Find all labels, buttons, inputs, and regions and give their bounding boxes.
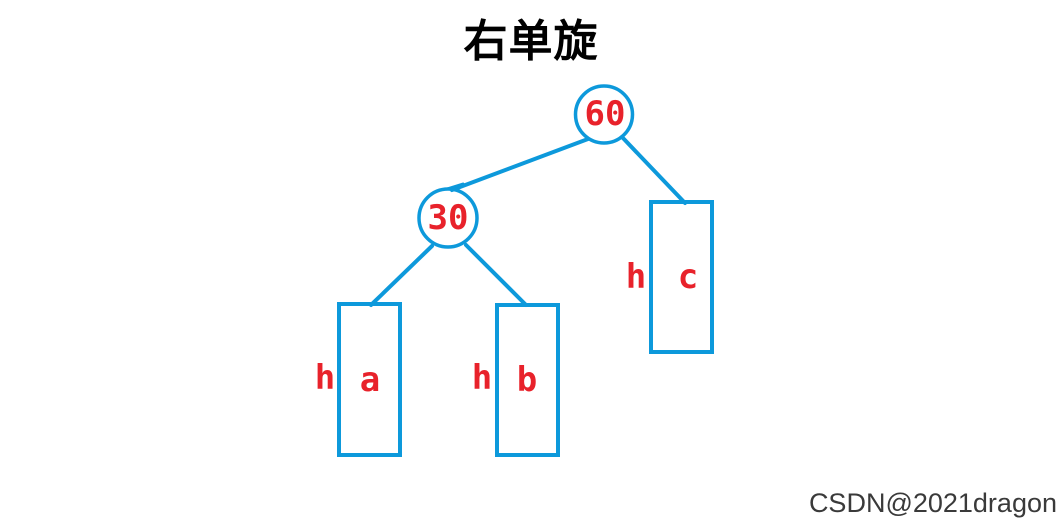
subtree-c-name: c — [677, 257, 699, 297]
page-title: 右单旋 — [463, 16, 599, 67]
subtree-b-name: b — [516, 360, 538, 400]
node-60-circle — [573, 84, 635, 145]
watermark-text: CSDN@2021dragon — [808, 488, 1057, 518]
subtree-a-name: a — [359, 360, 381, 400]
subtree-c-height-label: h — [625, 257, 647, 297]
subtree-b-rect — [495, 303, 560, 457]
subtree-c-rect — [649, 200, 714, 354]
node-30-value: 30 — [427, 198, 469, 238]
subtree-a-rect — [337, 302, 402, 457]
node-30-circle — [417, 187, 479, 249]
edge-root-to-subtree-c — [620, 135, 687, 205]
edge-root-to-left-child — [450, 137, 590, 192]
subtree-a-height-label: h — [314, 358, 336, 398]
edge-left-to-subtree-a — [369, 244, 434, 307]
node-60-value: 60 — [584, 94, 626, 134]
subtree-b-height-label: h — [471, 358, 493, 398]
edge-left-to-subtree-b — [464, 243, 528, 307]
